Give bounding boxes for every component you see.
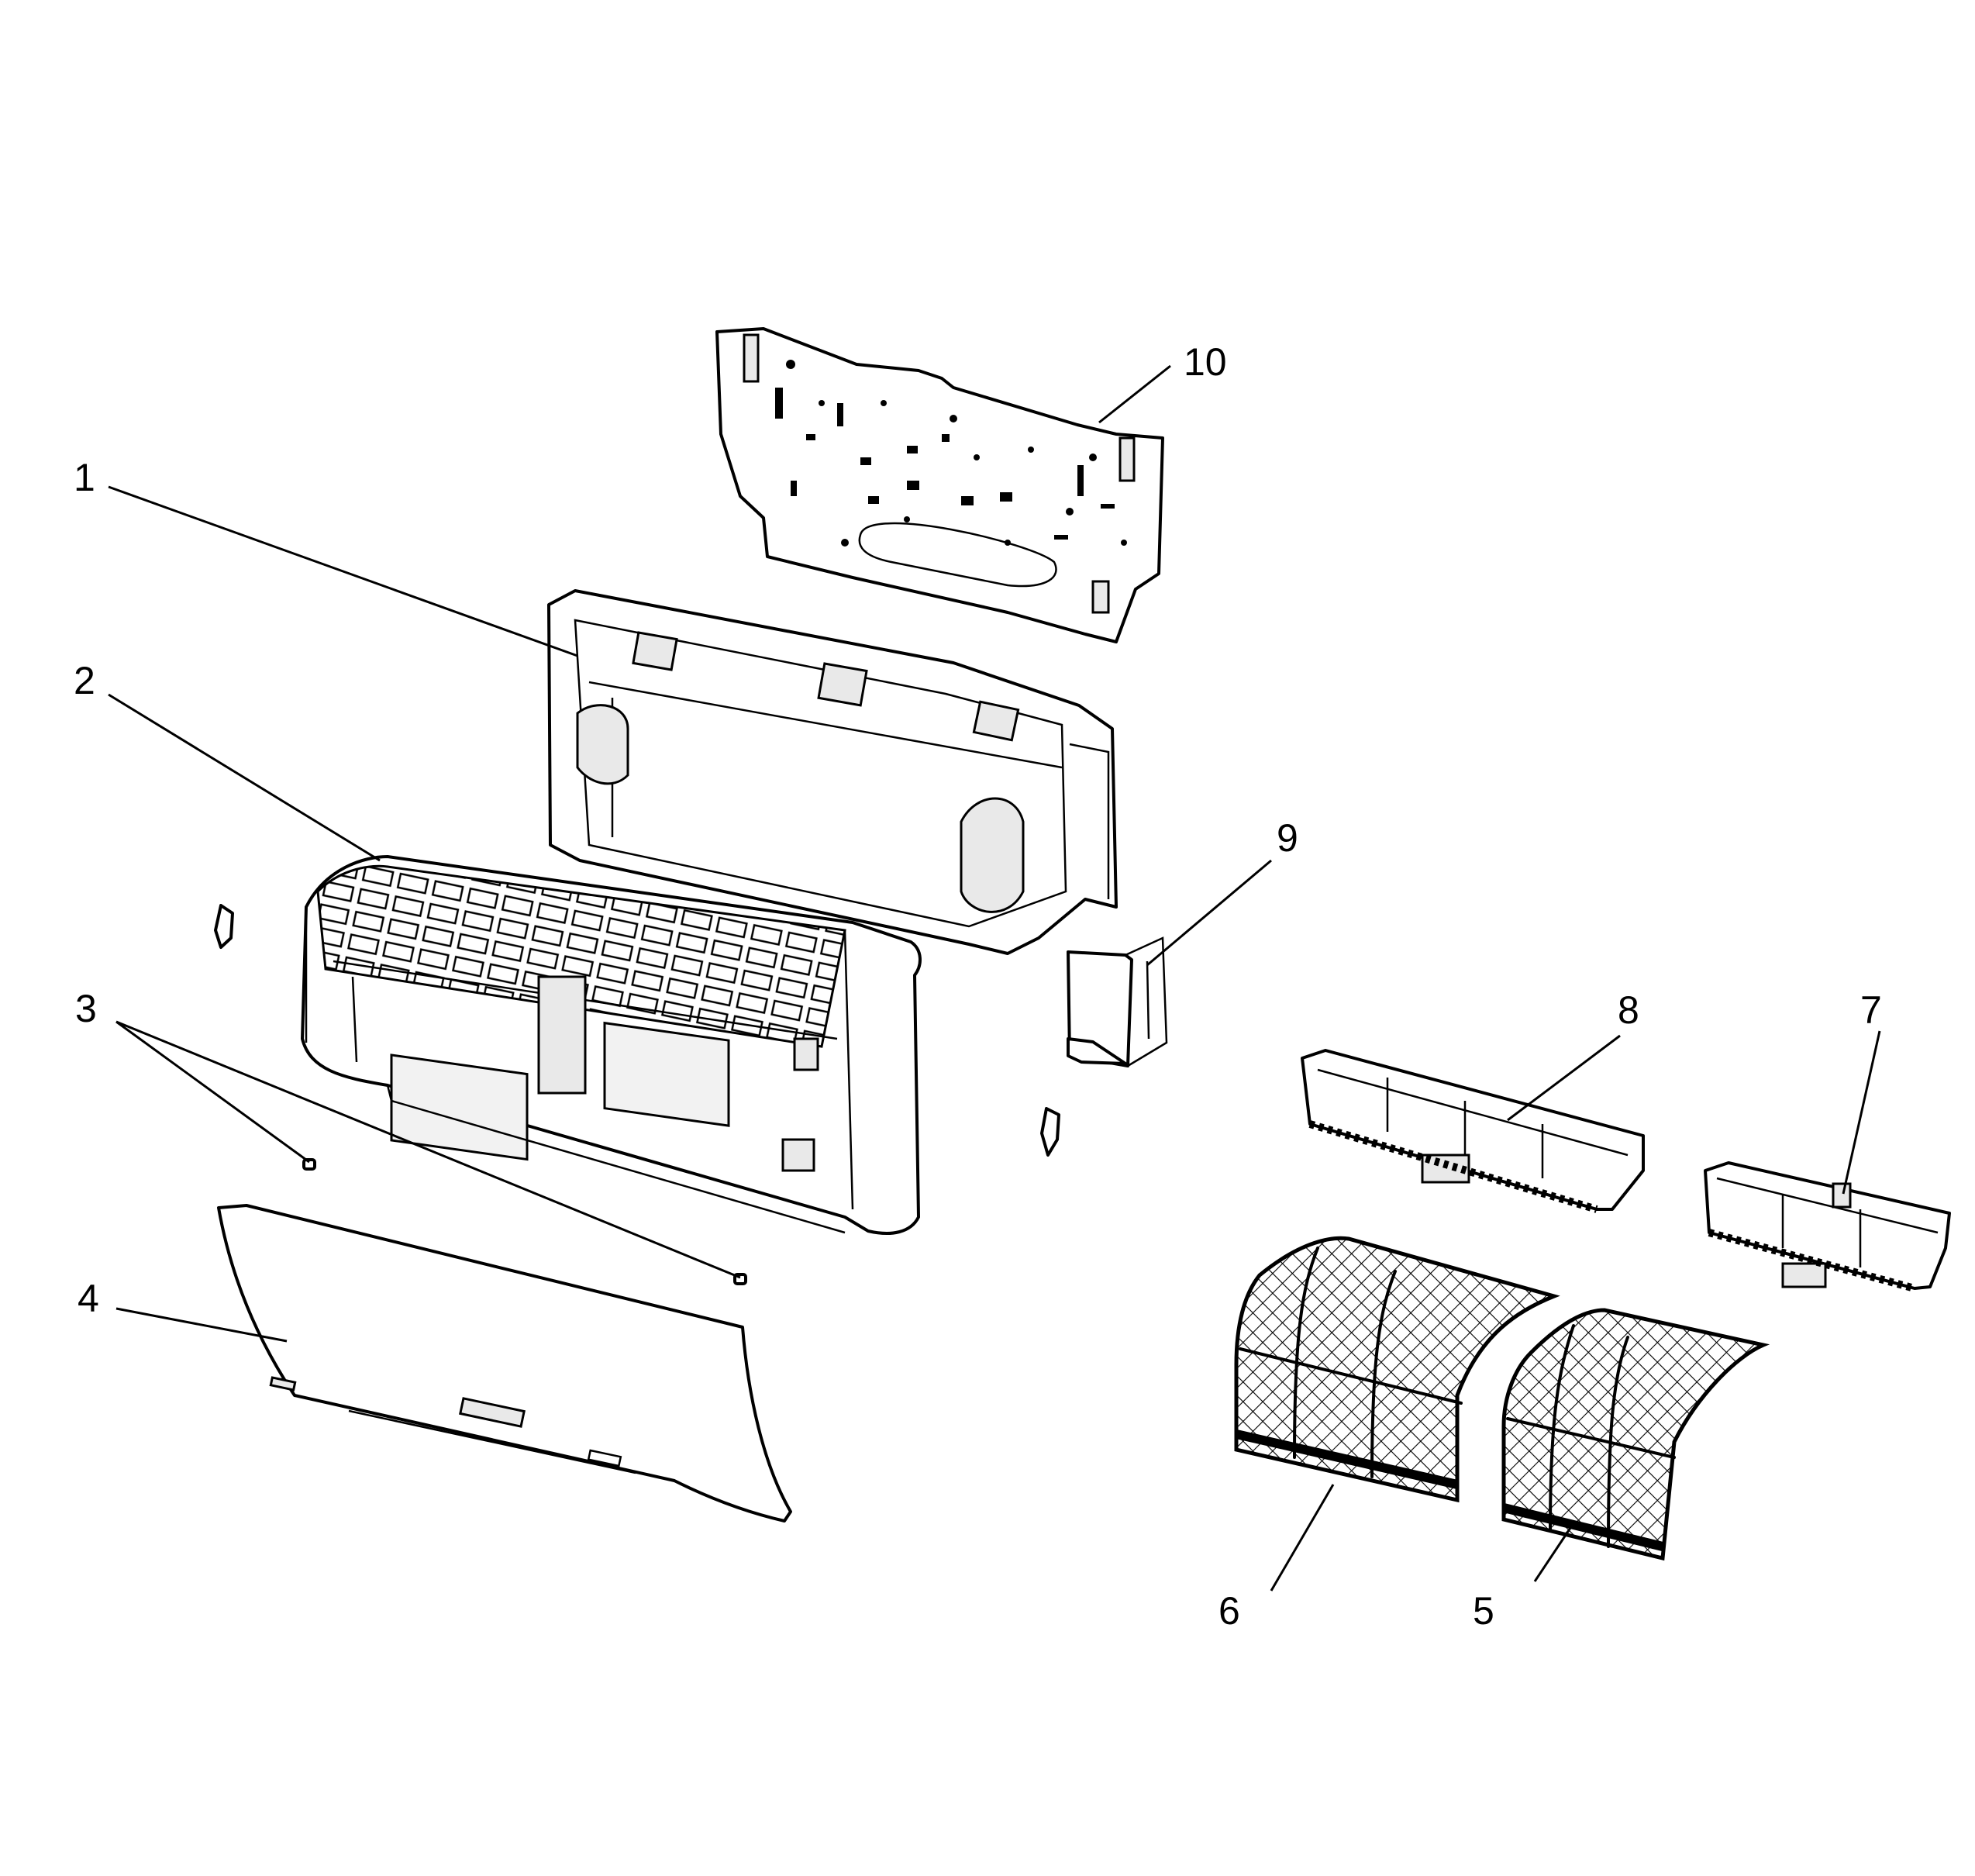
bracket bbox=[1067, 936, 1168, 1067]
callout-8: 8 bbox=[1618, 988, 1639, 1032]
callout-7: 7 bbox=[1860, 988, 1882, 1032]
clip-right bbox=[1040, 1107, 1060, 1157]
leader-lines bbox=[108, 364, 1881, 1591]
mounting-plate bbox=[715, 327, 1164, 643]
air-filter-right bbox=[1501, 1308, 1770, 1561]
screw-upper bbox=[302, 1158, 316, 1171]
clip-left bbox=[214, 904, 234, 949]
air-filter-left bbox=[1234, 1236, 1560, 1503]
front-frame bbox=[301, 855, 922, 1235]
filter-frame-right bbox=[1704, 1161, 1951, 1292]
callout-9: 9 bbox=[1277, 816, 1298, 860]
rear-chassis bbox=[547, 589, 1118, 955]
callout-1: 1 bbox=[74, 456, 95, 499]
callout-2: 2 bbox=[74, 659, 95, 702]
callout-4: 4 bbox=[78, 1277, 99, 1320]
filter-frame-left bbox=[1301, 1049, 1645, 1213]
callout-10: 10 bbox=[1184, 340, 1227, 384]
callout-3: 3 bbox=[75, 987, 97, 1030]
front-panel bbox=[217, 1204, 792, 1523]
callout-labels: 1 2 3 4 5 6 7 8 9 10 bbox=[74, 340, 1882, 1633]
callout-5: 5 bbox=[1473, 1589, 1494, 1633]
callout-6: 6 bbox=[1218, 1589, 1240, 1633]
